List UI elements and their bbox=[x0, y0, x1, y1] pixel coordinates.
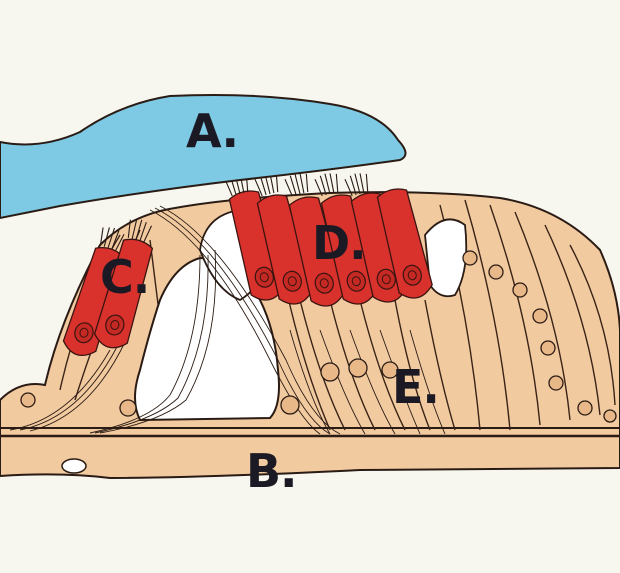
tectorial-membrane bbox=[0, 94, 407, 220]
label-b: B. bbox=[246, 444, 298, 498]
cell-nuclei bbox=[20, 250, 617, 423]
label-c: C. bbox=[100, 250, 150, 304]
label-e: E. bbox=[392, 360, 440, 414]
outer-space bbox=[424, 218, 468, 298]
label-d: D. bbox=[312, 216, 367, 270]
membrane-hole bbox=[61, 458, 87, 474]
nerve-fibers bbox=[9, 205, 446, 435]
label-a: A. bbox=[186, 104, 239, 158]
